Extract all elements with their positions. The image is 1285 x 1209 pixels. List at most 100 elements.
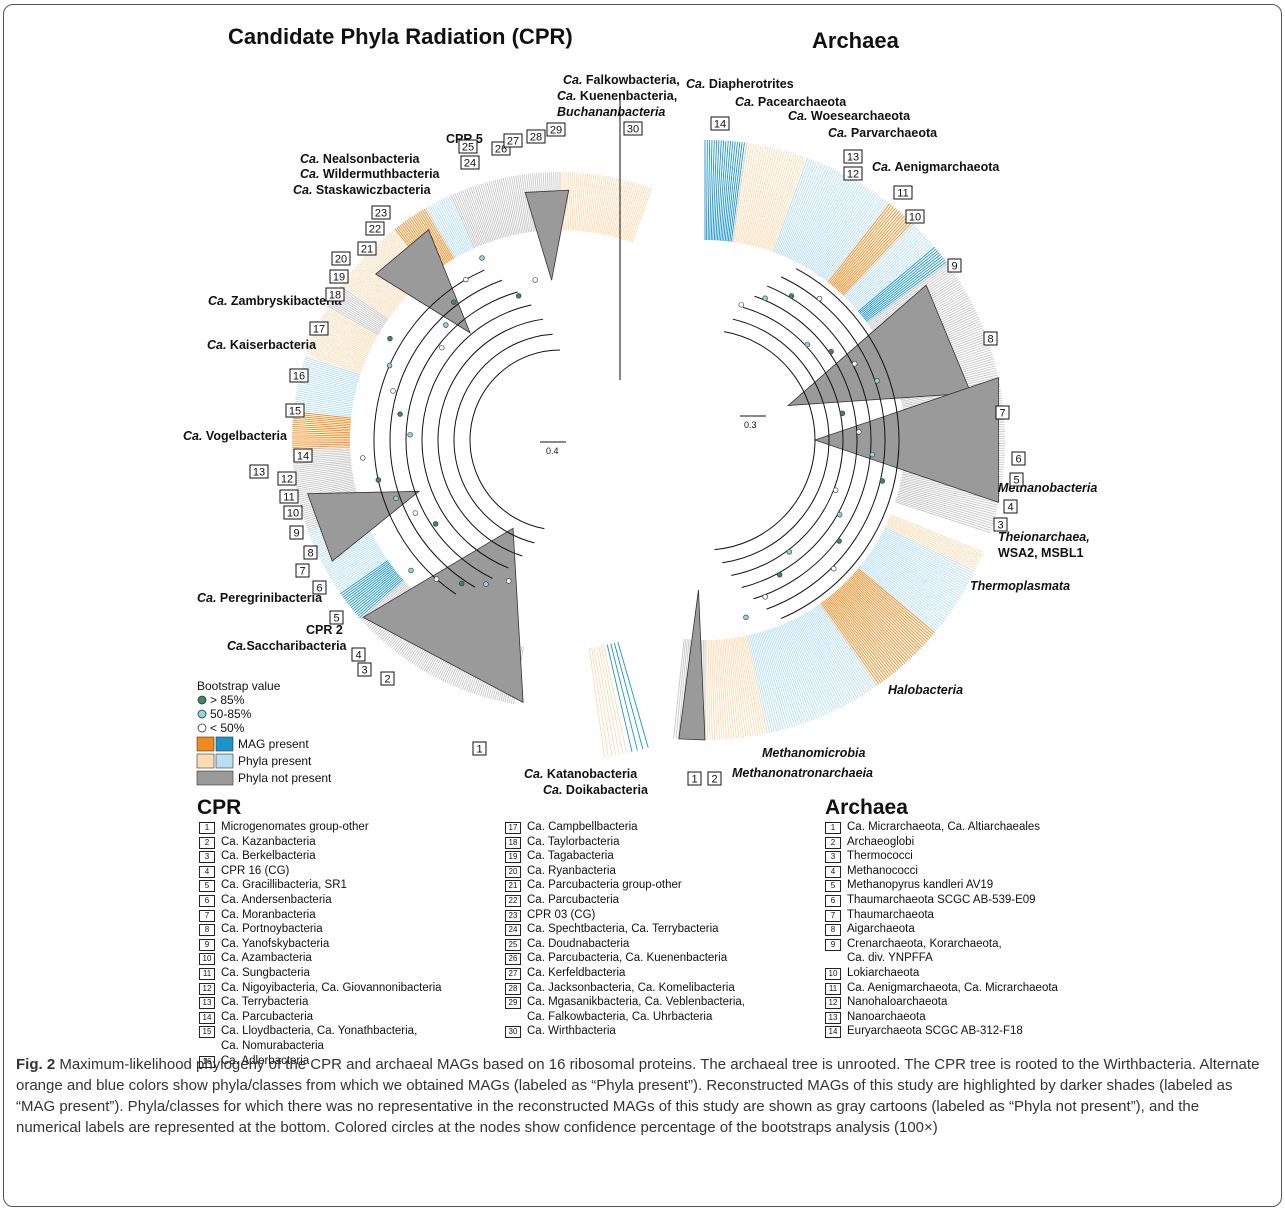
list-label: Ca. Wirthbacteria: [527, 1025, 616, 1038]
arc-leaf-rays: [803, 613, 854, 702]
cpr-leaf-rays: [296, 479, 354, 492]
list-label: Ca. Sungbacteria: [221, 966, 310, 979]
cpr-leaf-rays: [466, 188, 488, 244]
arc-leaf-rays: [762, 631, 793, 728]
archaea-phylogenetic-tree: [673, 140, 1005, 741]
number-box: [303, 545, 318, 560]
cpr-leaf-rays: [337, 289, 387, 323]
arc-leaf-rays: [724, 141, 736, 242]
arc-bootstrap-node: [762, 295, 768, 301]
arc-leaf-rays: [772, 157, 809, 253]
legend-gray-swatch: [196, 770, 234, 786]
number-box: [623, 121, 643, 136]
cpr-label-buchananbacteria: Buchananbacteria: [557, 105, 665, 119]
list-label: Aigarchaeota: [847, 923, 915, 936]
arc-leaf-rays: [900, 481, 999, 504]
number-box-label: 3: [997, 520, 1003, 532]
arc-leaf-rays: [752, 148, 779, 247]
arc-leaf-rays: [759, 632, 789, 729]
cpr-leaf-rays: [297, 385, 355, 399]
cpr-doika-rays: [613, 642, 644, 750]
cpr-leaf-rays: [300, 373, 357, 389]
cpr-leaf-rays: [323, 538, 376, 567]
cpr-leaf-rays: [296, 476, 354, 488]
cpr-bootstrap-node: [479, 255, 485, 261]
cpr-leaf-rays: [296, 390, 354, 402]
cpr-leaf-rays: [444, 197, 471, 251]
cpr-leaf-rays: [478, 184, 497, 241]
arc-label-methanonatronarchaeia: Methanonatronarchaeia: [732, 766, 873, 780]
cpr-leaf-rays: [594, 175, 605, 233]
arc-leaf-rays: [815, 606, 872, 690]
list-number-box: 20: [505, 865, 521, 878]
arc-leaf-rays: [866, 263, 948, 323]
arc-leaf-rays: [791, 169, 837, 261]
list-label: Ca. Tagabacteria: [527, 850, 614, 863]
arc-branch-arc: [722, 318, 830, 564]
list-number-box: 2: [199, 836, 215, 849]
arc-leaf-rays: [860, 252, 940, 316]
number-box-label: 20: [335, 254, 347, 266]
arc-leaf-rays: [718, 140, 727, 241]
cpr-leaf-rays: [328, 546, 380, 577]
list-label: Ca. Spechtbacteria, Ca. Terrybacteria: [527, 923, 719, 936]
arc-leaf-rays: [774, 158, 811, 253]
cpr-leaf-rays: [599, 176, 612, 234]
arc-leaf-rays: [856, 244, 934, 311]
cpr-leaf-rays: [298, 381, 356, 396]
arc-leaf-rays: [862, 255, 943, 318]
list-number-box: 29: [505, 997, 521, 1010]
arc-leaf-rays: [852, 574, 928, 643]
list-number-box: 11: [199, 967, 215, 980]
arc-leaf-rays: [777, 625, 816, 720]
arc-leaf-rays: [735, 637, 752, 737]
arc-bootstrap-node: [856, 429, 862, 435]
arc-leaf-rays: [707, 140, 711, 241]
archaea-title: Archaea: [812, 28, 900, 53]
arc-branch-arc: [714, 331, 816, 551]
number-box: [309, 321, 329, 336]
cpr-label-cpr2: CPR 2: [306, 623, 343, 637]
cpr-leaf-rays: [295, 394, 354, 406]
number-box-label: 14: [714, 119, 726, 131]
arc-leaf-rays: [727, 638, 740, 739]
arc-leaf-rays: [748, 147, 771, 245]
number-box-label: 5: [1013, 475, 1019, 487]
list-label: Ca. Kazanbacteria: [221, 835, 316, 848]
arc-leaf-rays: [789, 620, 833, 712]
cpr-leaf-rays: [592, 175, 603, 233]
arc-leaf-rays: [785, 622, 827, 715]
arc-leaf-rays: [829, 204, 892, 284]
arc-leaf-rays: [867, 555, 950, 615]
cpr-leaf-rays: [329, 547, 381, 579]
caption-text: Maximum-likelihood phylogeny of the CPR …: [16, 1056, 1260, 1136]
cpr-leaf-rays: [330, 548, 381, 580]
arc-leaf-rays: [844, 225, 916, 298]
arc-label-parvarchaeota: Ca. Parvarchaeota: [828, 126, 938, 140]
arc-leaf-rays: [841, 585, 911, 660]
cpr-katano-rays: [593, 647, 613, 756]
cpr-leaf-rays: [309, 344, 364, 366]
arc-leaf-rays: [797, 616, 846, 706]
list-label: Ca. Azambacteria: [221, 952, 312, 965]
cpr-bootstrap-node: [483, 581, 489, 587]
arc-leaf-rays: [852, 237, 928, 306]
cpr-leaf-rays: [337, 557, 387, 591]
cpr-leaf-rays: [346, 566, 394, 603]
arc-leaf-rays: [743, 145, 764, 244]
cpr-leaf-rays: [296, 388, 354, 401]
arc-leaf-rays: [752, 634, 778, 732]
number-box-label: 18: [329, 290, 341, 302]
arc-leaf-rays: [793, 170, 839, 261]
number-box-label: 17: [313, 324, 325, 336]
number-box-label: 19: [333, 272, 345, 284]
arc-leaf-rays: [819, 603, 878, 687]
legend-phyla-orange-swatch: [196, 753, 215, 769]
